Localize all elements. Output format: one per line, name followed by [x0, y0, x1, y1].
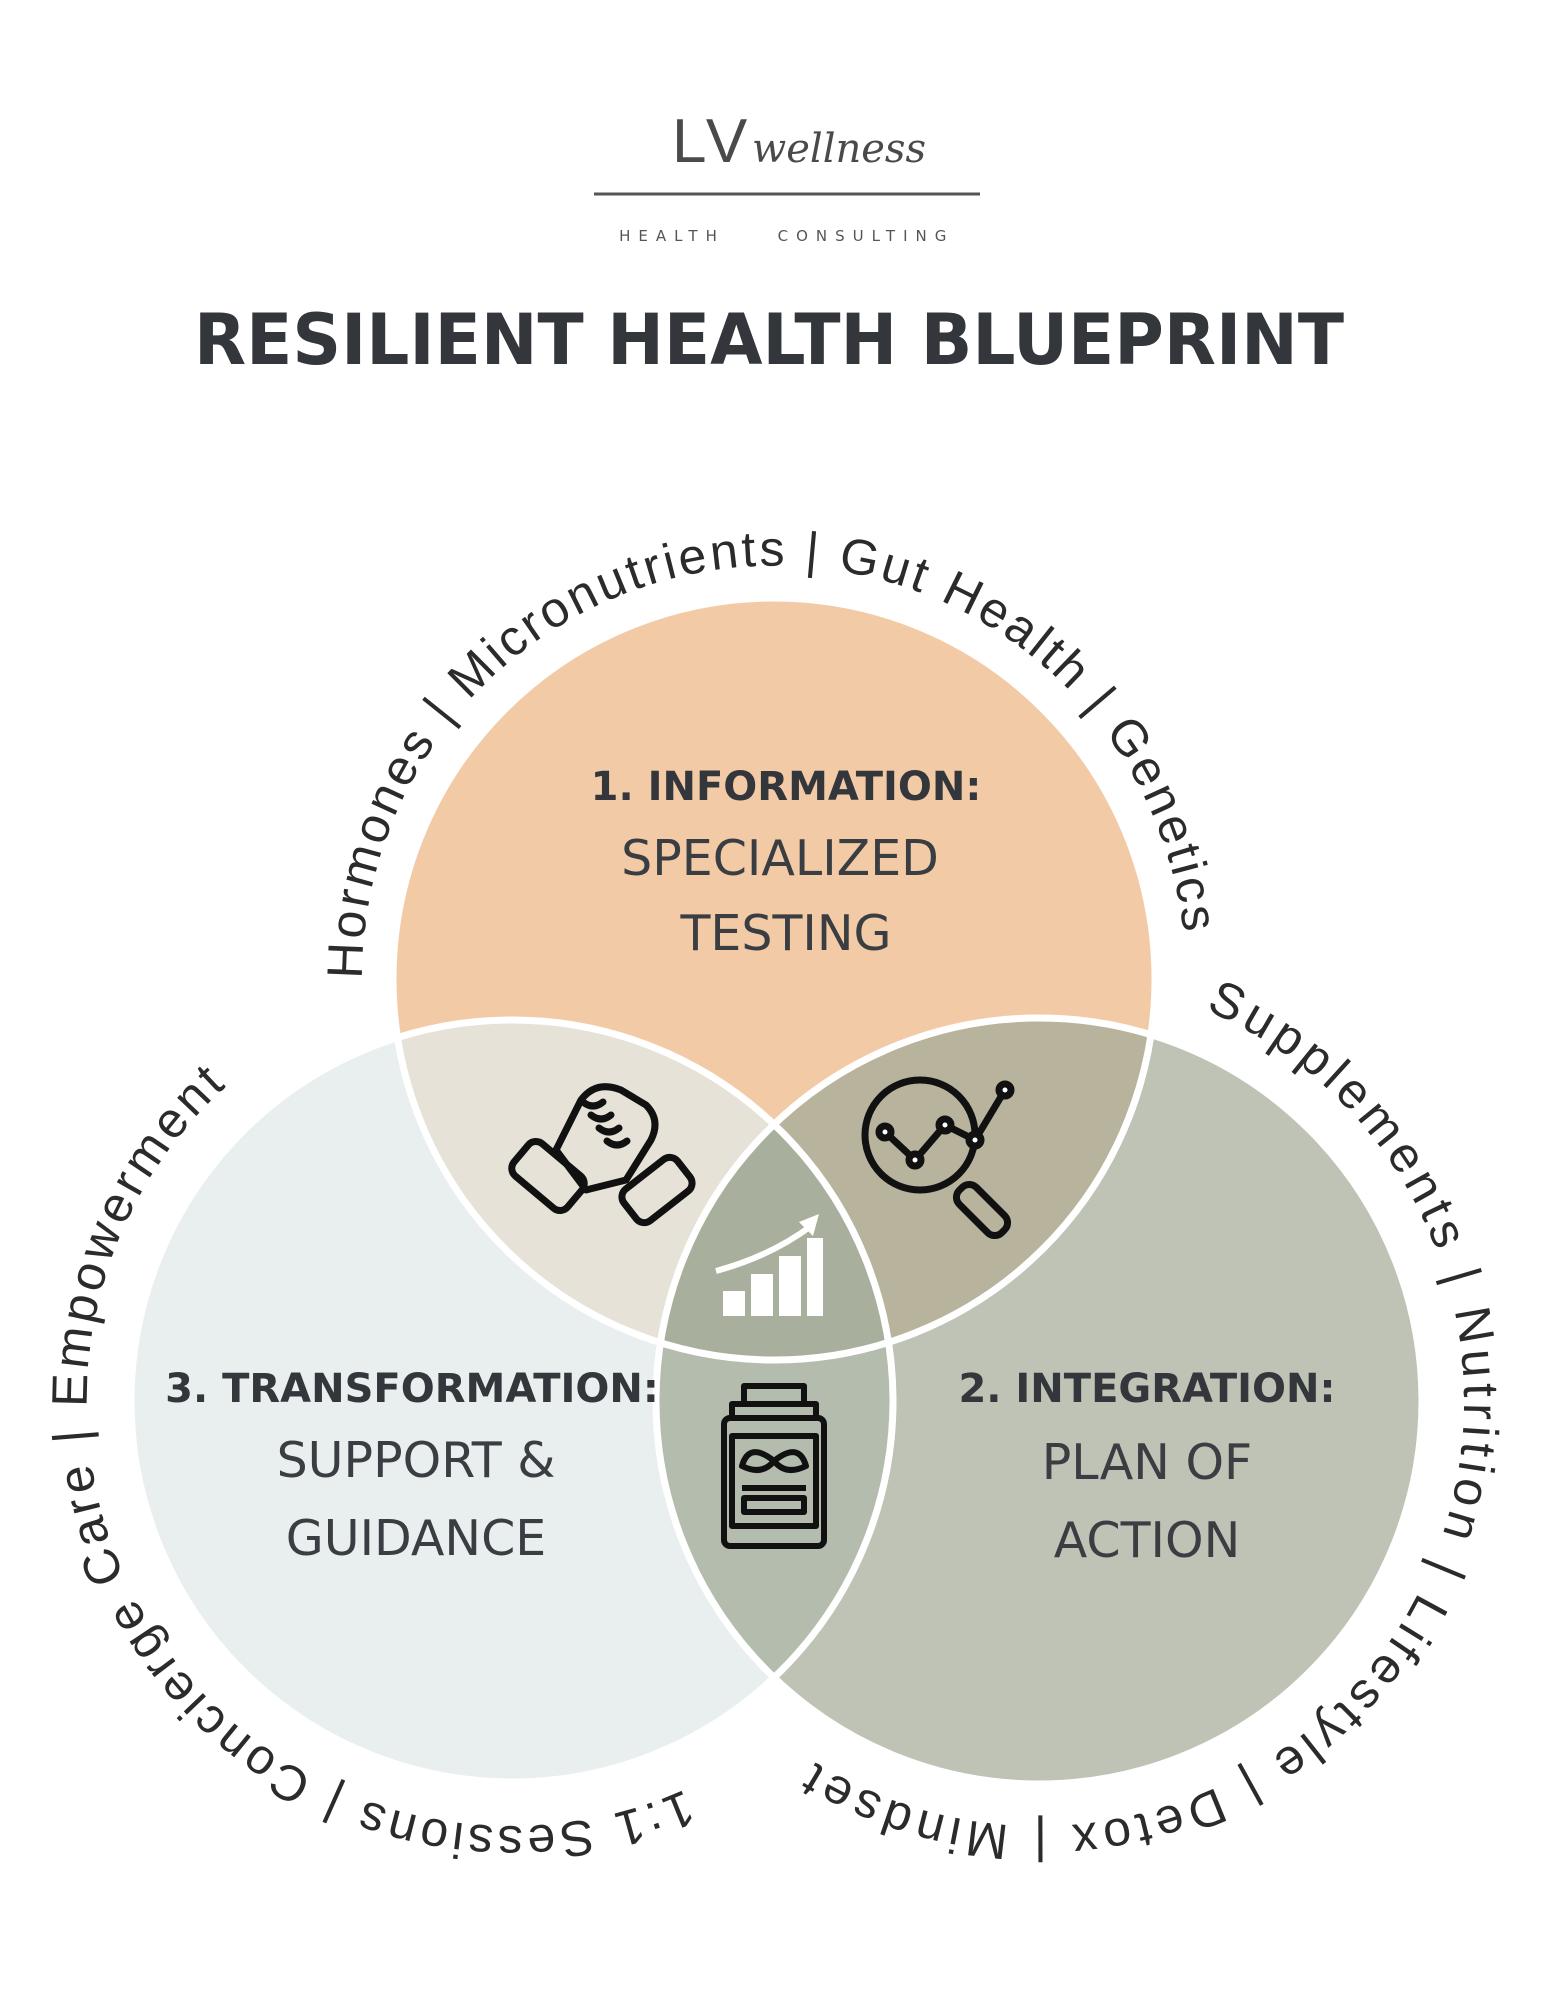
logo-script: wellness: [752, 126, 926, 172]
handshake-icon: [508, 1083, 696, 1227]
magnifier-chart-icon: [861, 1076, 1015, 1240]
subtitle-information-2: TESTING: [679, 905, 891, 962]
growth-chart-icon: [715, 1214, 823, 1316]
subtitle-transformation-1: SUPPORT &: [277, 1432, 556, 1489]
venn: [127, 594, 1426, 1788]
ring-item: 1:1 Sessions: [351, 1779, 702, 1871]
overlap-information-integration: [656, 1018, 1155, 1360]
logo-initials: LV: [672, 107, 751, 176]
heading-information: 1. INFORMATION:: [591, 764, 982, 810]
label-transformation: 3. TRANSFORMATION: SUPPORT & GUIDANCE: [165, 1366, 659, 1567]
label-integration: 2. INTEGRATION: PLAN OF ACTION: [958, 1366, 1335, 1569]
ring-item: Nutrition: [1432, 1302, 1509, 1547]
subtitle-transformation-2: GUIDANCE: [286, 1510, 547, 1567]
heading-integration: 2. INTEGRATION:: [958, 1366, 1335, 1412]
subtitle-information-1: SPECIALIZED: [621, 830, 939, 887]
heading-transformation: 3. TRANSFORMATION:: [165, 1366, 659, 1412]
logo: LV wellness HEALTH CONSULTING: [594, 107, 980, 245]
overlap-information-transformation: [393, 1020, 893, 1360]
ring-item: Detox: [1070, 1777, 1234, 1870]
subtitle-integration-2: ACTION: [1054, 1512, 1240, 1569]
logo-tagline-consulting: CONSULTING: [778, 227, 955, 245]
logo-tagline-health: HEALTH: [619, 227, 725, 245]
subtitle-integration-1: PLAN OF: [1042, 1434, 1252, 1491]
label-information: 1. INFORMATION: SPECIALIZED TESTING: [591, 764, 982, 962]
supplement-jar-icon: [721, 1383, 827, 1549]
page-title: RESILIENT HEALTH BLUEPRINT: [194, 299, 1344, 381]
